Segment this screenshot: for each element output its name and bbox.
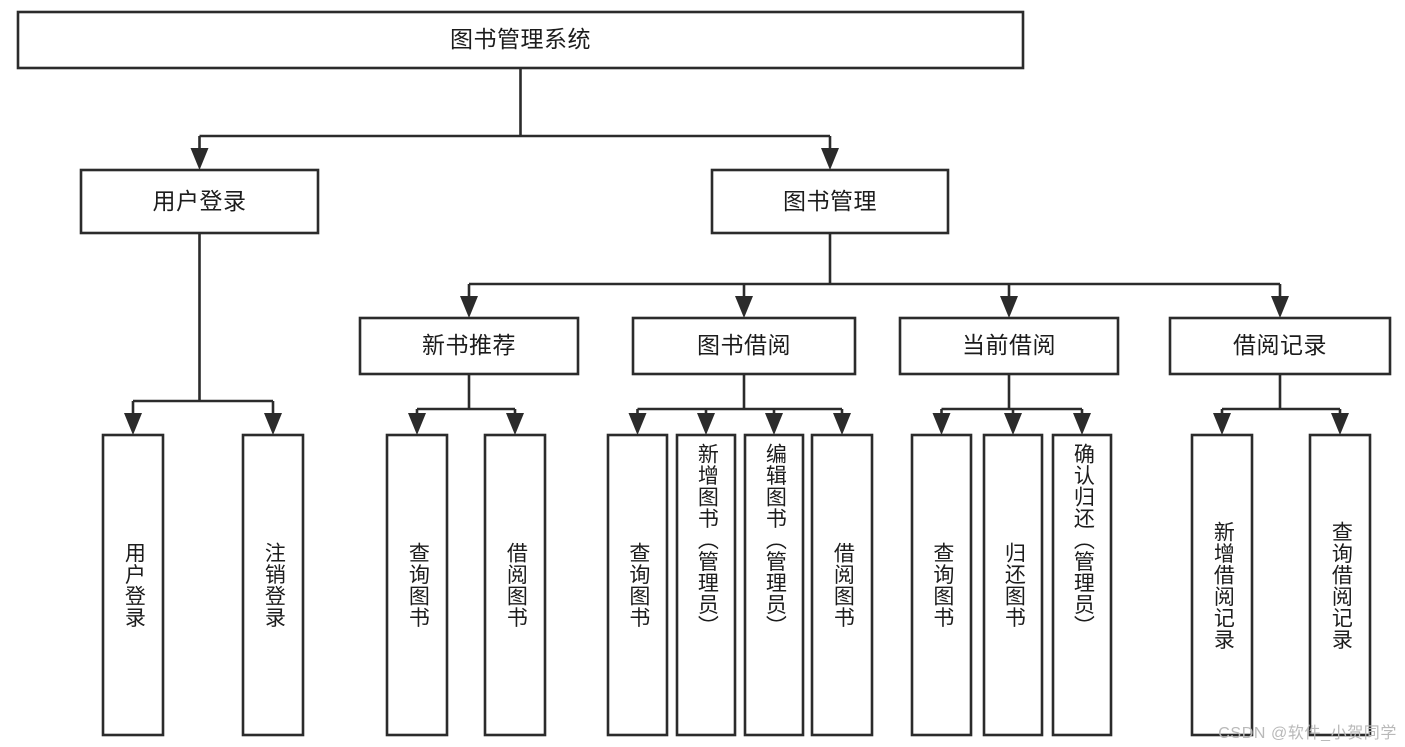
arrow-head-leaf-add-book-admin [697, 413, 715, 435]
node-box-leaf-add-borrow-record [1190, 433, 1254, 737]
arrow-head-leaf-edit-book-admin [765, 413, 783, 435]
node-box-leaf-borrow-book [810, 433, 874, 737]
node-box-leaf-query-borrow-record [1308, 433, 1372, 737]
node-box-leaf-query-book-borrow [606, 433, 669, 737]
node-box-current-borrow [898, 316, 1120, 376]
arrow-head-leaf-borrow-book [833, 413, 851, 435]
arrow-head-leaf-return-book [1004, 413, 1022, 435]
node-box-leaf-borrow-book-recommend [483, 433, 547, 737]
node-box-leaf-return-book [982, 433, 1044, 737]
node-box-book-manage [710, 168, 950, 235]
arrow-head-leaf-user-login [124, 413, 142, 435]
node-box-new-book-recommend [358, 316, 580, 376]
arrow-head-book-manage [821, 148, 839, 170]
node-box-leaf-query-book-recommend [385, 433, 449, 737]
arrow-head-leaf-query-book-current [932, 413, 951, 435]
node-box-user-login [79, 168, 320, 235]
node-box-leaf-add-book-admin [675, 433, 737, 737]
arrow-head-user-login [190, 148, 209, 170]
arrow-head-current-borrow [1000, 296, 1018, 318]
node-box-root [16, 10, 1025, 70]
node-box-leaf-confirm-return-admin [1051, 433, 1113, 737]
arrow-head-leaf-query-book-borrow [628, 413, 647, 435]
arrow-head-borrow-record [1271, 296, 1289, 318]
connector-layer [124, 68, 1349, 435]
node-box-leaf-query-book-current [910, 433, 973, 737]
arrow-head-book-borrow [735, 296, 753, 318]
arrow-head-leaf-user-logout [264, 413, 282, 435]
arrow-head-leaf-borrow-book-recommend [506, 413, 524, 435]
node-box-leaf-edit-book-admin [743, 433, 805, 737]
node-box-leaf-user-login [101, 433, 165, 737]
arrow-head-leaf-confirm-return-admin [1073, 413, 1091, 435]
node-box-borrow-record [1168, 316, 1392, 376]
node-box-layer [16, 10, 1392, 737]
watermark: CSDN @软件_小贺同学 [1218, 725, 1397, 742]
arrow-head-new-book-recommend [460, 296, 478, 318]
node-box-leaf-user-logout [241, 433, 305, 737]
node-box-book-borrow [631, 316, 857, 376]
arrow-head-leaf-add-borrow-record [1213, 413, 1231, 435]
arrow-head-leaf-query-book-recommend [408, 413, 426, 435]
arrow-head-leaf-query-borrow-record [1331, 413, 1349, 435]
